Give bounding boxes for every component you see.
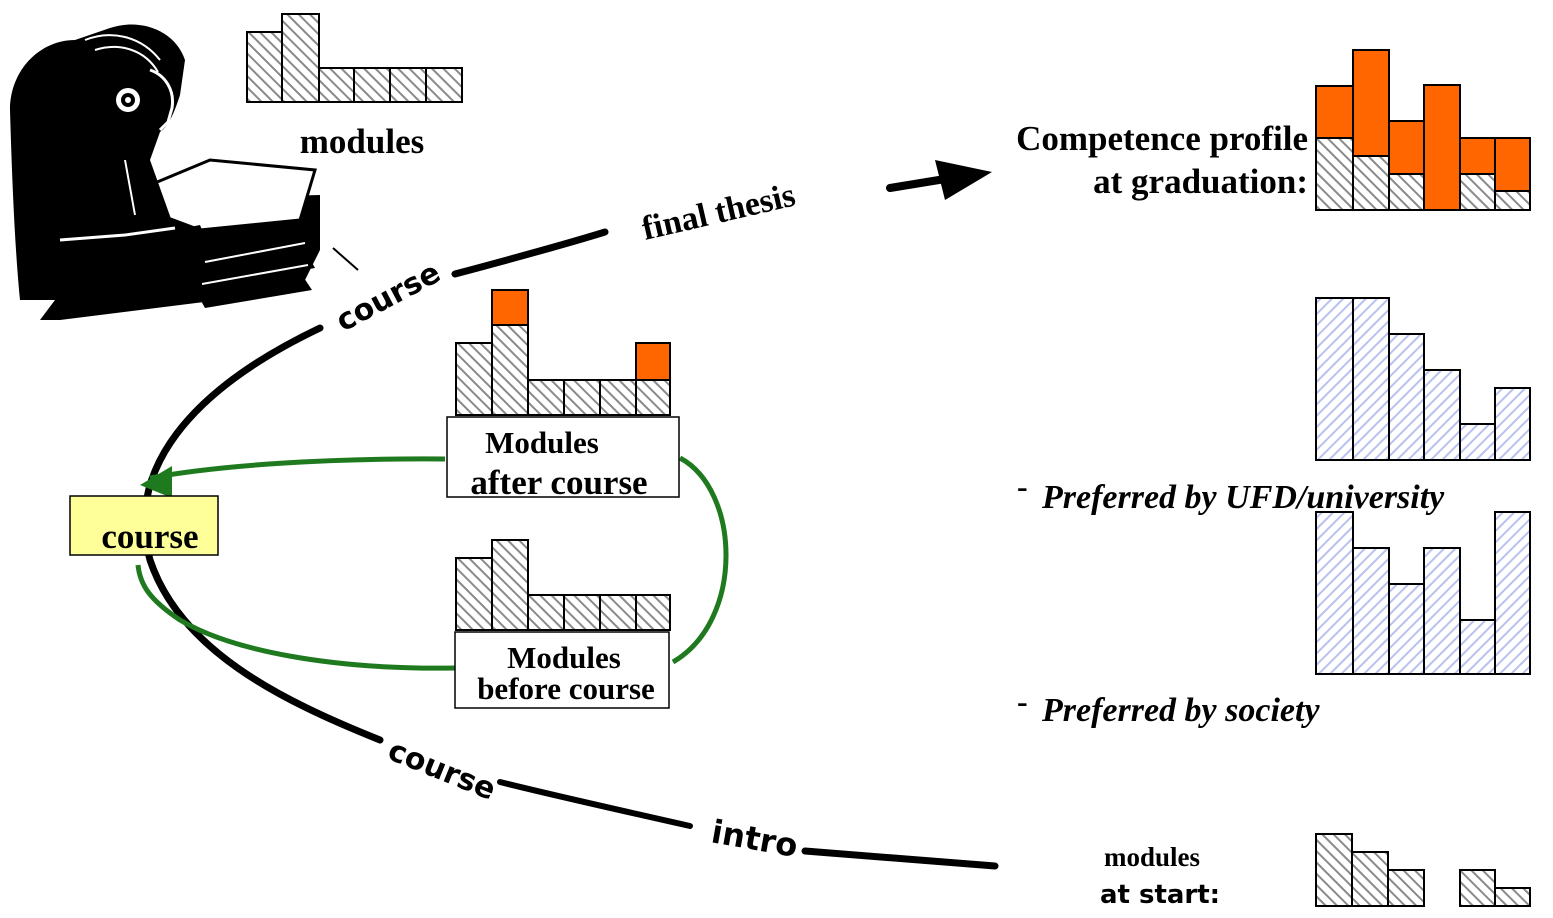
profile-bar-gain [1388,120,1425,175]
profile-bar [1315,511,1354,675]
modules-start-line2: at start: [1100,880,1220,910]
dash-1: - [1017,468,1028,504]
intro-label: intro [709,812,801,864]
profile-bar-gain [1423,84,1461,211]
preferred-university-label: Preferred by UFD/university [1041,479,1445,516]
green-arrow-head-icon [140,466,172,498]
person-studying-at-desk-icon [10,24,359,320]
module-bar [1387,869,1425,907]
profile-bar [1494,190,1531,211]
course-box-label: course [101,517,198,556]
modules-after-bars [455,289,671,416]
profile-bar [1388,583,1425,675]
module-bar [527,594,565,631]
module-bar [563,379,601,416]
profile-bar [1352,297,1390,461]
module-bar [491,324,529,416]
modules-before-bars [455,539,671,631]
module-bar [318,67,355,103]
module-bar [599,594,637,631]
profile-bar [1423,369,1461,461]
module-bar [635,379,671,416]
modules-start-bars [1315,833,1531,907]
module-bar [527,379,565,416]
course-label-lower: course [383,733,501,808]
arrow-head-icon [935,160,992,200]
profile-bar [1315,137,1354,211]
profile-bar-gain [1352,49,1390,157]
module-bar [425,67,463,103]
module-bar [1494,887,1531,907]
module-bar-gain [635,342,671,381]
module-bar [455,557,493,631]
profile-bar [1388,173,1425,211]
profile-bar [1423,547,1461,675]
module-bar [455,342,493,416]
modules-after-line2: after course [470,463,647,502]
module-bar [389,67,427,103]
profile-bar [1352,155,1390,211]
dash-2: - [1017,683,1028,719]
profile-bar-gain [1459,137,1496,175]
modules-before-line2: before course [477,671,655,706]
profile-bar [1315,297,1354,461]
module-bar [281,13,320,103]
module-bar [353,67,391,103]
profile-bar-gain [1494,137,1531,192]
module-bar-gain [491,289,529,326]
profile-bar [1459,173,1496,211]
modules-after-box [446,416,680,498]
modules-after-line1: Modules [485,425,599,460]
module-bar [246,31,283,103]
profile-bar [1459,619,1496,675]
modules-before-box [454,631,670,709]
improvement-loop [135,455,729,671]
profile-bar [1352,547,1390,675]
module-bar [1315,833,1353,907]
preferred-society-label: Preferred by society [1041,692,1320,729]
module-bar [635,594,671,631]
modules-bars-top [246,13,463,103]
final-thesis-label: final thesis [638,177,798,248]
module-bar [1351,851,1389,907]
profile-bar [1388,333,1425,461]
module-bar [1459,869,1496,907]
society-profile-bars [1315,511,1531,675]
module-bar [491,539,529,631]
profile-bar [1459,423,1496,461]
competence-profile-bars [1315,49,1531,211]
university-profile-bars [1315,297,1531,461]
modules-before-line1: Modules [507,640,621,675]
module-bar [599,379,637,416]
competence-label-line1: Competence profile [1016,119,1308,158]
modules-label-top: modules [300,122,424,161]
modules-start-line1: modules [1104,842,1200,872]
course-box [69,495,219,556]
course-label-upper: course [330,255,446,339]
profile-bar [1494,387,1531,461]
study-path [141,175,999,870]
profile-bar-gain [1315,85,1354,139]
competence-label-line2: at graduation: [1093,162,1308,201]
profile-bar [1494,511,1531,675]
module-bar [563,594,601,631]
